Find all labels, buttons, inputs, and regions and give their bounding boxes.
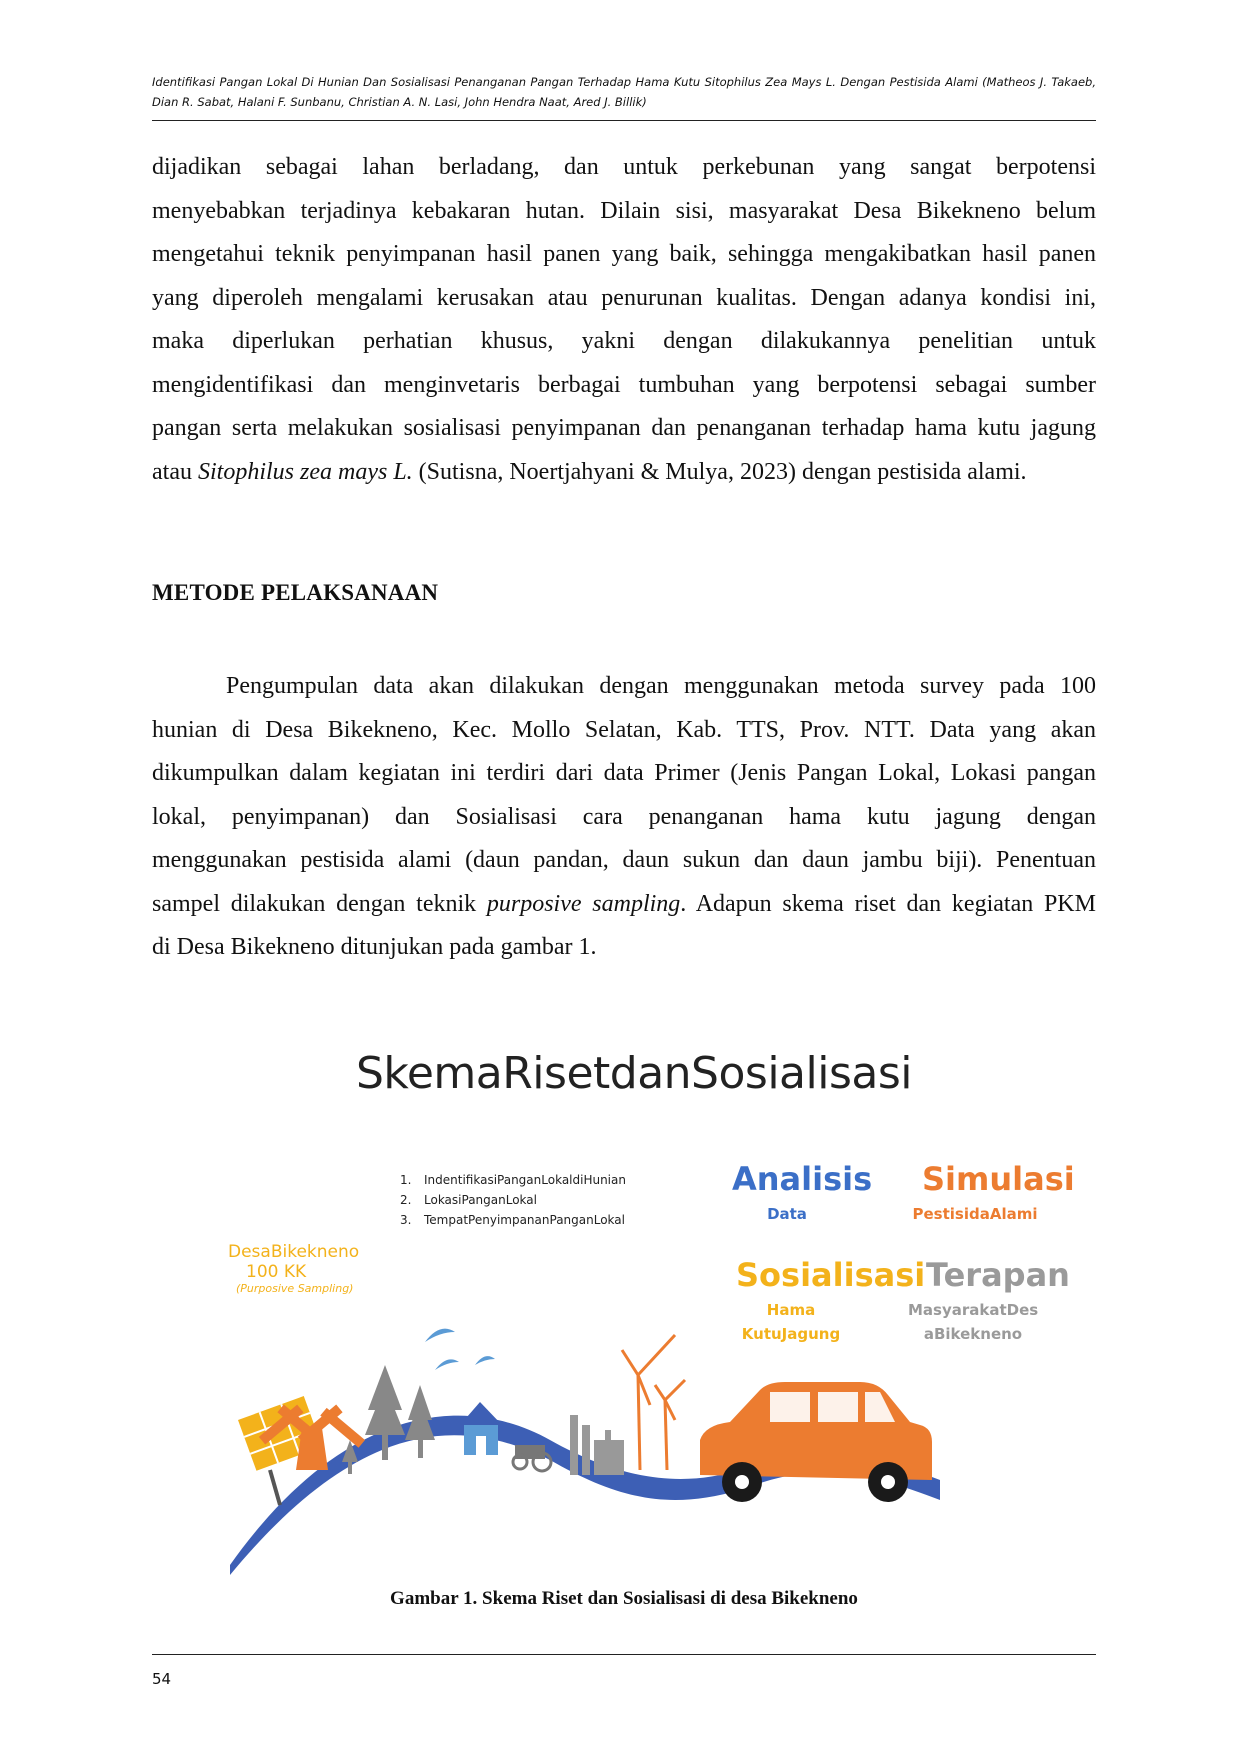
text-line: mengetahui teknik penyimpanan hasil pane… xyxy=(152,241,1096,267)
text-run: atau xyxy=(152,458,198,485)
text-run: (Sutisna, Noertjahyani & Mulya, 2023) de… xyxy=(412,458,1027,485)
figure-steps-list: 1. IndentifikasiPanganLokaldiHunian 2. Lok… xyxy=(400,1170,626,1230)
paragraph-intro: dijadikan sebagai lahan berladang, dan u… xyxy=(152,146,1096,494)
list-number: 3. xyxy=(400,1213,412,1227)
house-icon xyxy=(460,1402,502,1455)
list-number: 2. xyxy=(400,1193,412,1207)
sosialisasi-sub2: KutuJagung xyxy=(741,1325,841,1343)
ground-wave-icon xyxy=(230,1415,940,1575)
solar-panel-icon xyxy=(238,1396,323,1471)
text-line: dikumpulkan dalam kegiatan ini terdiri d… xyxy=(152,760,1096,786)
text-line: mengidentifikasi dan menginvetaris berba… xyxy=(152,371,1096,398)
paragraph-method: Pengumpulan data akan dilakukan dengan m… xyxy=(152,665,1096,970)
text-line: lokal, penyimpanan) dan Sosialisasi cara… xyxy=(152,803,1096,830)
list-number: 1. xyxy=(400,1173,412,1187)
household-count: 100 KK xyxy=(246,1262,307,1282)
text-line: pangan serta melakukan sosialisasi penyi… xyxy=(152,415,1096,441)
text-line: hunian di Desa Bikekneno, Kec. Mollo Sel… xyxy=(152,716,1096,743)
factory-icon xyxy=(570,1415,624,1475)
text-line: menggunakan pestisida alami (daun pandan… xyxy=(152,847,1096,873)
analisis-sub: Data xyxy=(767,1205,807,1223)
species-name: Sitophilus zea mays L. xyxy=(197,458,413,485)
list-text: TempatPenyimpananPanganLokal xyxy=(424,1213,625,1227)
text-line: di Desa Bikekneno ditunjukan pada gambar… xyxy=(152,934,597,960)
text-line: sampel dilakukan dengan teknik purposive… xyxy=(152,883,1096,927)
list-item: 2. LokasiPanganLokal xyxy=(400,1190,626,1210)
list-item: 3. TempatPenyimpananPanganLokal xyxy=(400,1210,626,1230)
terapan-sub2: aBikekneno xyxy=(923,1325,1023,1343)
terapan-sub1: MasyarakatDes xyxy=(908,1301,1039,1319)
simulasi-sub: PestisidaAlami xyxy=(912,1205,1038,1223)
village-label: DesaBikekneno 100 KK (Purposive Sampling… xyxy=(228,1242,359,1295)
tractor-icon xyxy=(511,1445,553,1473)
windmill-icon xyxy=(258,1404,365,1470)
village-name: DesaBikekneno xyxy=(228,1242,360,1262)
birds-icon xyxy=(425,1328,495,1370)
text-line: atau Sitophilus zea mays L. (Sutisna, No… xyxy=(152,451,1096,495)
sosialisasi-sub1: Hama xyxy=(766,1301,816,1319)
text-line: maka diperlukan perhatian khusus, yakni … xyxy=(152,328,1096,354)
car-icon xyxy=(700,1382,932,1502)
sampling-note: (Purposive Sampling) xyxy=(236,1282,354,1295)
running-header: Identifikasi Pangan Lokal Di Hunian Dan … xyxy=(152,75,1096,109)
text-run: . Adapun skema riset dan kegiatan PKM xyxy=(680,890,1096,917)
text-line: yang diperoleh mengalami kerusakan atau … xyxy=(152,284,1096,311)
list-text: IndentifikasiPanganLokaldiHunian xyxy=(424,1173,626,1187)
text-line: menyebabkan terjadinya kebakaran hutan. … xyxy=(152,197,1096,224)
header-divider xyxy=(152,120,1096,121)
section-heading: METODE PELAKSANAAN xyxy=(152,580,439,605)
figure-scheme: SkemaRisetdanSosialisasi 1. Indentifikasi… xyxy=(220,1030,1080,1590)
footer-divider xyxy=(152,1654,1096,1655)
simulasi-title: Simulasi xyxy=(922,1160,1075,1198)
analisis-title: Analisis xyxy=(732,1160,873,1198)
sosialisasi-title: Sosialisasi xyxy=(736,1256,926,1294)
text-line: dijadikan sebagai lahan berladang, dan u… xyxy=(152,154,1096,180)
page-number: 54 xyxy=(152,1670,172,1688)
trees-icon xyxy=(342,1365,435,1474)
list-item: 1. IndentifikasiPanganLokaldiHunian xyxy=(400,1170,626,1190)
text-line: Pengumpulan data akan dilakukan dengan m… xyxy=(226,673,1096,699)
list-text: LokasiPanganLokal xyxy=(424,1193,537,1207)
wind-turbine-icon xyxy=(620,1333,687,1471)
method-term: purposive sampling xyxy=(486,890,681,917)
text-run: sampel dilakukan dengan teknik xyxy=(152,890,487,917)
figure-title: SkemaRisetdanSosialisasi xyxy=(356,1048,913,1099)
terapan-title: Terapan xyxy=(926,1256,1070,1294)
figure-caption: Gambar 1. Skema Riset dan Sosialisasi di… xyxy=(390,1588,858,1609)
